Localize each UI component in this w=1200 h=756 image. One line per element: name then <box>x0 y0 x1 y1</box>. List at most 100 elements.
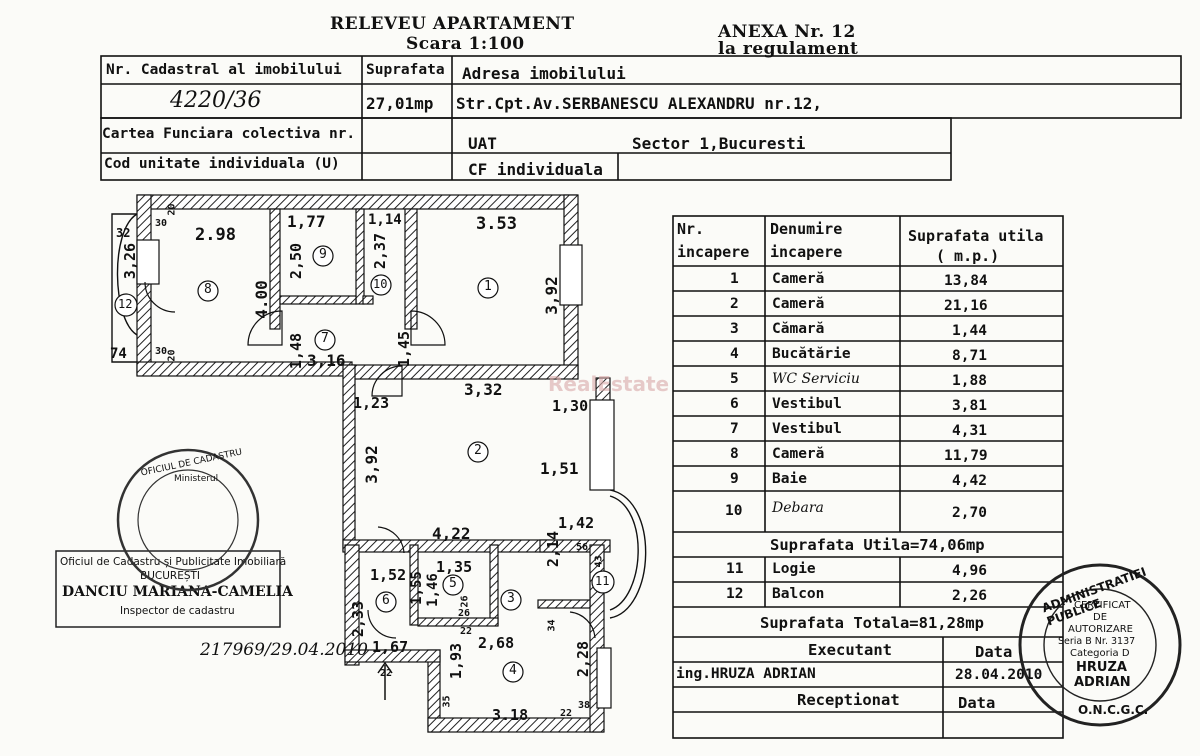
table-row-nr: 11 <box>726 561 744 577</box>
room-number: 11 <box>595 574 610 588</box>
cadastral-value: 4220/36 <box>170 88 262 113</box>
uat-value: Sector 1,Bucuresti <box>632 134 806 153</box>
dimension-label: 3.18 <box>492 706 529 724</box>
table-row-nr: 1 <box>730 271 739 287</box>
document-title: RELEVEU APARTAMENT <box>330 14 575 34</box>
table-row-area: 11,79 <box>944 448 988 464</box>
ancpi-center-line: Categoria D <box>1070 648 1130 659</box>
received-label: Receptionat <box>797 691 900 709</box>
dimension-label: 1,35 <box>436 558 473 576</box>
table-row-name: Cămară <box>772 321 825 337</box>
dimension-label: 2.98 <box>195 225 236 245</box>
cadastral-label: Nr. Cadastral al imobilului <box>106 62 342 78</box>
annex-title: ANEXA Nr. 12 <box>718 22 856 42</box>
table-row-area: 3,81 <box>952 398 987 414</box>
room-number: 12 <box>118 297 133 311</box>
ancpi-center-line: AUTORIZARE <box>1068 624 1133 635</box>
table-row-name: Bucătărie <box>772 346 851 362</box>
watermark: RealEstate <box>548 372 670 396</box>
dimension-label: 22 <box>460 626 473 637</box>
ancpi-center-line: DE <box>1093 612 1108 623</box>
dimension-label: 1,23 <box>353 394 390 412</box>
executant-label: Executant <box>808 641 892 659</box>
useful-total: Suprafata Utila=74,06mp <box>770 536 985 554</box>
uat-label: UAT <box>468 134 497 153</box>
table-row-area: 2,70 <box>952 505 987 521</box>
round-stamp-ring2: Ministerul <box>174 474 219 484</box>
dimension-label: 56 <box>576 542 589 553</box>
annex-subtitle: la regulament <box>718 39 859 59</box>
table-row-name: Debara <box>772 500 824 516</box>
room-number: 9 <box>319 247 327 262</box>
room-number: 3 <box>507 591 515 606</box>
table-row-area: 2,26 <box>952 588 987 604</box>
dimension-label: 1,67 <box>372 638 409 656</box>
dimension-label: 3.53 <box>476 214 517 234</box>
dimension-label: 1,42 <box>558 514 595 532</box>
table-row-nr: 10 <box>725 503 743 519</box>
dimension-label: 1,30 <box>552 397 589 415</box>
col-area-header-1: Suprafata utila <box>908 227 1044 245</box>
table-row-nr: 5 <box>730 371 739 387</box>
table-row-nr: 8 <box>730 446 739 462</box>
table-row-nr: 9 <box>730 471 739 487</box>
ocpi-registration-number: 217969/29.04.2010 <box>200 640 368 660</box>
room-number: 7 <box>321 331 329 346</box>
col-name-header-1: Denumire <box>770 220 843 238</box>
ancpi-center-line: ADRIAN <box>1074 675 1131 690</box>
document-scale: Scara 1:100 <box>406 34 525 54</box>
ancpi-center-line: CERTIFICAT <box>1074 600 1131 611</box>
grand-total: Suprafata Totala=81,28mp <box>760 614 984 632</box>
executant-date-label: Data <box>975 643 1013 661</box>
address-label: Adresa imobilului <box>462 64 626 83</box>
dimension-label: 1,77 <box>287 212 326 231</box>
executant-date: 28.04.2010 <box>955 667 1043 683</box>
table-row-name: Cameră <box>772 446 825 462</box>
room-number: 6 <box>382 593 390 608</box>
room-number: 2 <box>474 443 482 458</box>
col-nr-header-2: incapere <box>677 243 750 261</box>
dimension-label: 1,52 <box>370 566 407 584</box>
cf-collective-label: Cartea Funciara colectiva nr. <box>102 126 356 142</box>
table-row-area: 1,88 <box>952 373 987 389</box>
dimension-label: 26 <box>458 608 471 619</box>
ocpi-line2: BUCUREȘTI <box>140 570 201 582</box>
col-nr-header-1: Nr. <box>677 220 705 238</box>
executant-name: ing.HRUZA ADRIAN <box>676 666 816 682</box>
room-number: 1 <box>484 279 492 294</box>
col-area-header-2: ( m.p.) <box>936 247 1000 265</box>
table-row-nr: 12 <box>726 586 744 602</box>
received-date-label: Data <box>958 694 996 712</box>
table-row-area: 13,84 <box>944 273 988 289</box>
table-row-nr: 3 <box>730 321 739 337</box>
address-value: Str.Cpt.Av.SERBANESCU ALEXANDRU nr.12, <box>456 94 823 113</box>
ocpi-line1: Oficiul de Cadastru și Publicitate Imobi… <box>60 556 287 568</box>
table-row-area: 21,16 <box>944 298 988 314</box>
surface-value: 27,01mp <box>366 94 434 113</box>
table-row-nr: 4 <box>730 346 739 362</box>
dimension-label: 1,51 <box>540 459 579 478</box>
dimension-label: 22 <box>560 708 573 719</box>
dimension-label: 32 <box>116 226 131 240</box>
dimension-label: 22 <box>380 668 393 679</box>
cf-individual-label: CF individuala <box>468 160 603 179</box>
ancpi-center-line: Seria B Nr. 3137 <box>1058 636 1136 647</box>
dimension-label: 74 <box>110 346 127 362</box>
ancpi-center-line: HRUZA <box>1076 660 1127 675</box>
dimension-label: 30 <box>155 218 168 229</box>
dimension-label: 2,68 <box>478 634 515 652</box>
table-row-name: Cameră <box>772 271 825 287</box>
col-name-header-2: incapere <box>770 243 843 261</box>
table-row-name: Cameră <box>772 296 825 312</box>
table-row-nr: 6 <box>730 396 739 412</box>
table-row-name: WC Serviciu <box>772 371 860 387</box>
room-number: 10 <box>373 277 388 291</box>
dimension-label: 3,32 <box>464 380 503 399</box>
table-row-name: Vestibul <box>772 396 842 412</box>
room-number: 5 <box>449 576 457 591</box>
